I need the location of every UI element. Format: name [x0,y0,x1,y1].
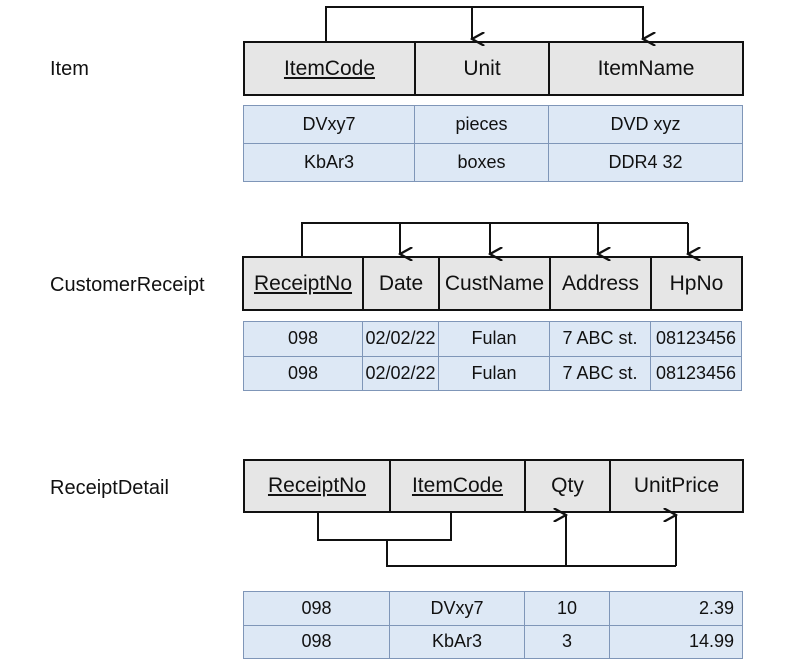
detail-cell: 2.39 [609,591,743,626]
item-dependency-line [325,6,644,41]
table-name-customer-receipt: CustomerReceipt [50,274,205,296]
receipt-cell: 098 [243,355,363,391]
receipt-detail-data-table: 098 DVxy7 10 2.39 098 KbAr3 3 14.99 [243,591,743,659]
table-row: 098 KbAr3 3 14.99 [243,624,743,659]
receipt-detail-header-table: ReceiptNo ItemCode Qty UnitPrice [243,459,744,513]
customer-receipt-header-table: ReceiptNo Date CustName Address HpNo [242,256,743,311]
customer-receipt-data-table: 098 02/02/22 Fulan 7 ABC st. 08123456 09… [243,321,742,391]
table-name-item: Item [50,58,89,80]
item-header-itemcode: ItemCode [243,41,416,96]
receipt-dependency-line [301,222,688,256]
item-cell: DVxy7 [243,105,415,144]
detail-cell: 098 [243,624,390,659]
table-name-receipt-detail: ReceiptDetail [50,477,169,499]
receipt-header-hpno: HpNo [650,256,743,311]
receipt-header-address: Address [549,256,652,311]
receipt-header-receiptno: ReceiptNo [242,256,364,311]
item-cell: DDR4 32 [548,143,743,182]
detail-cell: 14.99 [609,624,743,659]
table-row: 098 02/02/22 Fulan 7 ABC st. 08123456 [243,355,742,391]
receipt-header-date: Date [362,256,440,311]
detail-header-itemcode: ItemCode [389,459,526,513]
item-header-unit: Unit [414,41,550,96]
receipt-header-custname: CustName [438,256,551,311]
detail-header-qty: Qty [524,459,611,513]
receipt-cell: 7 ABC st. [549,355,651,391]
detail-dependency-line [386,540,676,567]
table-row: 098 02/02/22 Fulan 7 ABC st. 08123456 [243,321,742,357]
item-cell: KbAr3 [243,143,415,182]
detail-header-receiptno: ReceiptNo [243,459,391,513]
item-header-table: ItemCode Unit ItemName [243,41,744,96]
detail-cell: KbAr3 [389,624,525,659]
receipt-cell: 02/02/22 [362,355,439,391]
detail-cell: 3 [524,624,610,659]
table-row: KbAr3 boxes DDR4 32 [243,143,743,182]
receipt-cell: 08123456 [650,355,742,391]
item-cell: DVD xyz [548,105,743,144]
detail-header-unitprice: UnitPrice [609,459,744,513]
receipt-cell: Fulan [438,321,550,357]
table-row: DVxy7 pieces DVD xyz [243,105,743,144]
receipt-cell: 098 [243,321,363,357]
composite-key-bracket [317,513,452,541]
table-row: 098 DVxy7 10 2.39 [243,591,743,626]
item-cell: boxes [414,143,549,182]
item-data-table: DVxy7 pieces DVD xyz KbAr3 boxes DDR4 32 [243,105,743,182]
detail-cell: 10 [524,591,610,626]
